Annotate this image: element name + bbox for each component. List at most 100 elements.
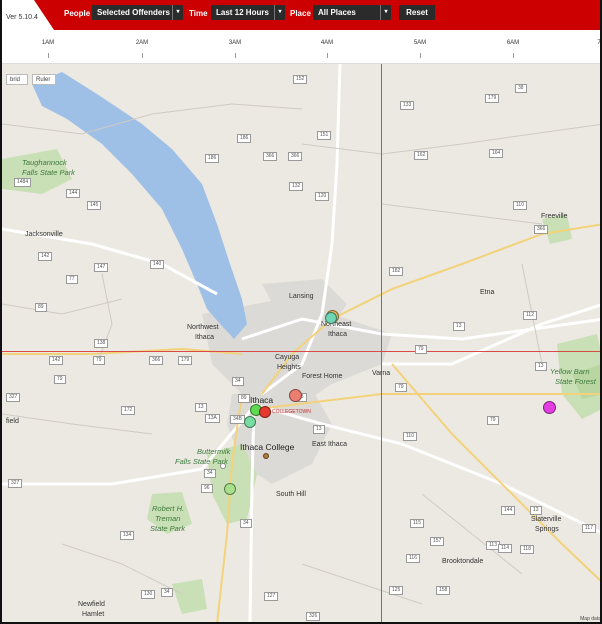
- timeline-tick: [327, 53, 328, 58]
- route-shield: 118: [520, 545, 534, 554]
- route-shield: 13: [313, 425, 325, 434]
- place-label: Place: [290, 9, 311, 18]
- route-shield: 142: [49, 356, 64, 365]
- offender-marker[interactable]: [325, 312, 337, 324]
- route-shield: 13A: [205, 414, 220, 423]
- reset-button[interactable]: Reset: [399, 5, 435, 20]
- timeline-tick: [420, 53, 421, 58]
- place-label: field: [6, 418, 19, 425]
- route-shield: 179: [485, 94, 500, 103]
- place-label: Ithaca College: [240, 442, 295, 452]
- route-shield: 147: [94, 263, 109, 272]
- route-shield: 130: [141, 590, 156, 599]
- time-select[interactable]: Last 12 Hours ▾: [211, 5, 285, 20]
- chevron-down-icon: ▾: [172, 5, 183, 20]
- map-base: [2, 64, 600, 622]
- timeline-tick: [48, 53, 49, 58]
- route-shield: 34: [161, 588, 173, 597]
- map-view[interactable]: brid Ruler Taughannock Falls State Park …: [2, 64, 601, 622]
- route-shield: 96: [201, 484, 213, 493]
- poi-marker: [220, 463, 226, 469]
- place-label: Ithaca: [195, 334, 215, 341]
- route-shield: 1484: [14, 178, 32, 187]
- route-shield: 34: [232, 377, 244, 386]
- version-tab: Ver 5.10.4: [2, 0, 54, 30]
- route-shield: 134: [120, 531, 135, 540]
- route-shield: 162: [414, 151, 429, 160]
- filter-toolbar: Ver 5.10.4 People Selected Offenders ▾ T…: [2, 0, 600, 30]
- place-label: Northeast: [321, 321, 352, 328]
- timeline-tick-label: 5AM: [413, 40, 427, 46]
- place-label: Yellow Barn: [550, 367, 590, 376]
- poi-marker: [263, 453, 269, 459]
- place-label: Heights: [277, 364, 301, 371]
- offender-marker[interactable]: [543, 401, 556, 414]
- route-shield: 110: [403, 432, 417, 441]
- time-label: Time: [189, 9, 208, 18]
- place-select[interactable]: All Places ▾: [313, 5, 391, 20]
- chevron-down-icon: ▾: [274, 5, 285, 20]
- route-shield: 140: [150, 260, 165, 269]
- place-label: Etna: [480, 289, 495, 296]
- offender-marker[interactable]: [259, 406, 271, 418]
- timeline-tick-label: 1AM: [41, 40, 55, 46]
- route-shield: 164: [489, 149, 504, 158]
- place-select-value: All Places: [318, 8, 356, 17]
- route-shield: 145: [87, 201, 102, 210]
- place-label: State Park: [150, 524, 186, 533]
- chevron-down-icon: ▾: [380, 5, 391, 20]
- place-label: Ithaca: [250, 395, 274, 405]
- route-shield: 133: [400, 101, 415, 110]
- route-shield: 89: [35, 303, 47, 312]
- route-shield: 115: [410, 519, 424, 528]
- offender-marker[interactable]: [289, 389, 302, 402]
- map-attribution: Map data: [580, 616, 601, 622]
- offender-marker[interactable]: [244, 416, 256, 428]
- route-shield: 327: [6, 393, 21, 402]
- route-shield: 157: [430, 537, 445, 546]
- place-label: Lansing: [289, 293, 314, 300]
- route-shield: 132: [289, 182, 304, 191]
- place-label: Taughannock: [22, 158, 67, 167]
- route-shield: 79: [395, 383, 407, 392]
- timeline-bar[interactable]: 1AM 2AM 3AM 4AM 5AM 6AM 7: [2, 30, 601, 64]
- route-shield: 79: [487, 416, 499, 425]
- place-label: State Forest: [555, 377, 596, 386]
- place-label: Treman: [155, 514, 181, 523]
- place-label: Hamlet: [82, 611, 105, 618]
- route-shield: 120: [315, 192, 330, 201]
- people-label: People: [64, 9, 91, 18]
- route-shield: 38: [515, 84, 527, 93]
- people-select-value: Selected Offenders: [97, 8, 170, 17]
- route-shield: 152: [293, 75, 308, 84]
- route-shield: 125: [389, 586, 404, 595]
- place-label: Springs: [535, 526, 559, 533]
- route-shield: 179: [178, 356, 193, 365]
- hybrid-button[interactable]: brid: [6, 74, 28, 85]
- route-shield: 138: [94, 339, 109, 348]
- timeline-tick-label: 7: [597, 40, 601, 46]
- timeline-tick-label: 6AM: [506, 40, 520, 46]
- route-shield: 326: [306, 612, 321, 621]
- ruler-button[interactable]: Ruler: [32, 74, 56, 85]
- route-shield: 127: [264, 592, 279, 601]
- route-shield: 79: [93, 356, 105, 365]
- place-label: Falls State Park: [175, 457, 228, 466]
- route-shield: 144: [501, 506, 516, 515]
- place-label: Ithaca: [328, 331, 348, 338]
- timeline-tick-label: 3AM: [228, 40, 242, 46]
- route-shield: 366: [288, 152, 303, 161]
- route-shield: 142: [38, 252, 53, 261]
- version-label: Ver 5.10.4: [6, 14, 38, 21]
- people-select[interactable]: Selected Offenders ▾: [92, 5, 183, 20]
- route-shield: 13: [453, 322, 465, 331]
- place-label: Jacksonville: [25, 231, 63, 238]
- route-shield: 79: [415, 345, 427, 354]
- route-shield: 13: [530, 506, 542, 515]
- timeline-tick-label: 2AM: [135, 40, 149, 46]
- place-label: Varna: [372, 370, 391, 377]
- offender-marker[interactable]: [224, 483, 236, 495]
- place-label: Northwest: [187, 324, 219, 331]
- place-label: Slaterville: [531, 516, 562, 523]
- route-shield: 13: [195, 403, 207, 412]
